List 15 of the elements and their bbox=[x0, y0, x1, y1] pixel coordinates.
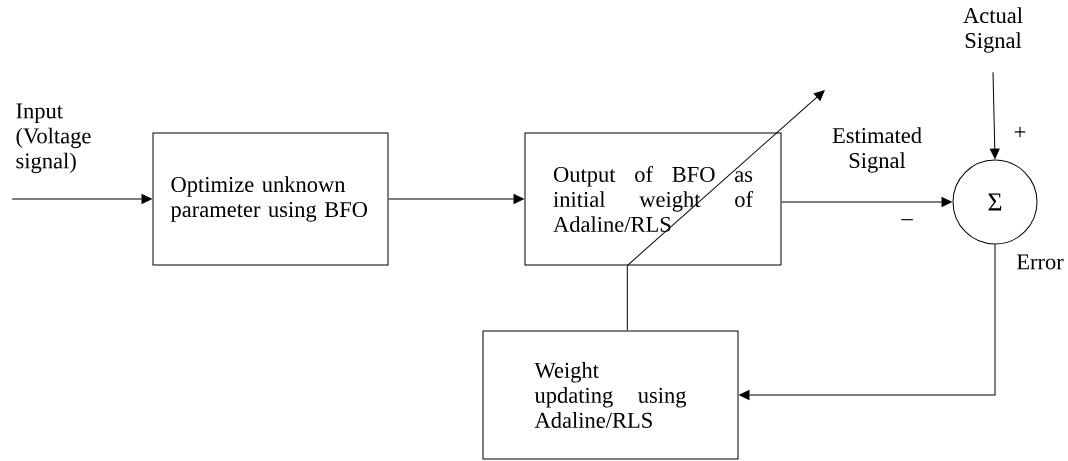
process-box: Optimize unknown parameter using BFO bbox=[152, 132, 389, 266]
arrow bbox=[11, 194, 152, 204]
arrow bbox=[781, 197, 952, 207]
process-box: Weight updating using Adaline/RLS bbox=[482, 330, 739, 460]
input-label: Input (Voltage signal) bbox=[16, 103, 91, 174]
sign-label: + bbox=[1014, 126, 1026, 138]
edge-label: Error bbox=[1015, 253, 1065, 271]
arrow bbox=[388, 194, 524, 204]
sign-label: – bbox=[901, 219, 913, 221]
edge-label: Estimated Signal bbox=[828, 126, 926, 174]
arrow bbox=[989, 71, 1000, 159]
input-label: Actual Signal bbox=[963, 7, 1023, 53]
process-box: Output of BFO as initial weight of Adaline/RLS bbox=[524, 132, 782, 266]
arrow bbox=[739, 244, 996, 400]
summing-junction: Σ bbox=[952, 159, 1038, 245]
